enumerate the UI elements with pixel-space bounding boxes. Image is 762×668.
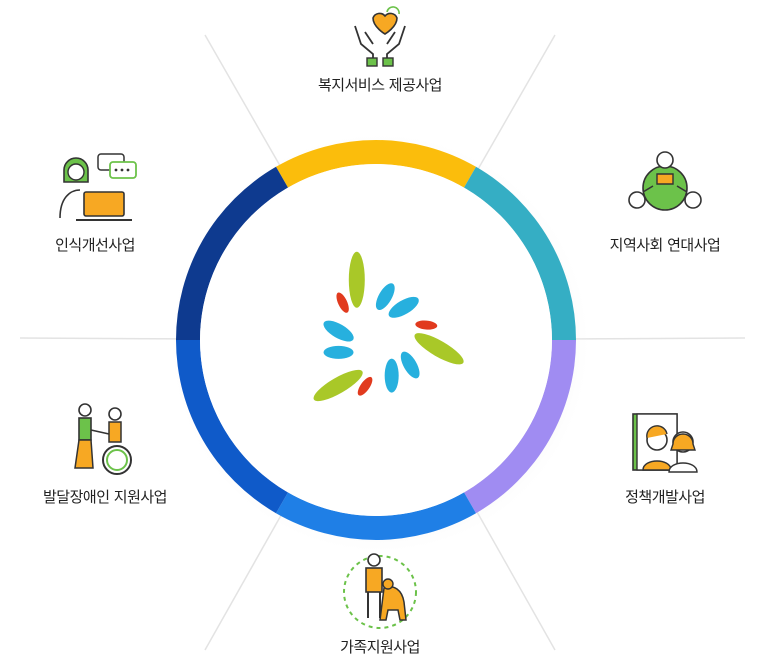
- logo-petal-blue: [323, 345, 354, 359]
- center-logo: [313, 251, 464, 402]
- node-awareness-improvement: 인식개선사업: [20, 148, 170, 255]
- ring-segment-policy: [464, 340, 576, 514]
- ring-segment-disability: [176, 340, 288, 514]
- ring-segment-awareness: [176, 166, 288, 340]
- logo-petal-blue: [323, 320, 354, 342]
- guide-dog-person-icon: [343, 553, 417, 629]
- logo-petal-red: [415, 320, 438, 330]
- logo-petal-blue: [400, 351, 420, 379]
- label-awareness-improvement: 인식개선사업: [55, 236, 135, 254]
- label-welfare-service: 복지서비스 제공사업: [318, 76, 442, 94]
- logo-petal-blue: [375, 283, 395, 311]
- logo-petal-blue: [384, 358, 399, 393]
- logo-petal-green: [313, 369, 363, 402]
- ring-segment-community: [464, 166, 576, 340]
- ring-segment-welfare: [276, 140, 476, 188]
- label-community-solidarity: 지역사회 연대사업: [609, 236, 721, 254]
- ring-segment-family: [276, 492, 476, 540]
- node-community-solidarity: 지역사회 연대사업: [580, 148, 750, 255]
- ring: [176, 140, 576, 540]
- hands-heart-icon: [354, 6, 406, 67]
- logo-petal-red: [357, 376, 373, 396]
- node-developmental-disability: 발달장애인 지원사업: [10, 400, 200, 507]
- label-developmental-disability: 발달장애인 지원사업: [43, 488, 167, 506]
- wheelchair-assist-icon: [74, 403, 132, 475]
- label-policy-development: 정책개발사업: [625, 488, 705, 506]
- laptop-speech-icon: [59, 153, 137, 221]
- logo-petal-green: [414, 333, 464, 365]
- label-family-support: 가족지원사업: [340, 638, 420, 656]
- community-network-icon: [628, 151, 702, 211]
- policy-book-people-icon: [632, 413, 698, 473]
- logo-petal-blue: [388, 296, 419, 318]
- logo-petal-green: [348, 251, 365, 308]
- node-welfare-service: 복지서비스 제공사업: [295, 6, 465, 95]
- node-policy-development: 정책개발사업: [590, 410, 740, 507]
- logo-petal-red: [336, 292, 349, 313]
- node-family-support: 가족지원사업: [305, 548, 455, 657]
- inner-circle: [200, 164, 552, 516]
